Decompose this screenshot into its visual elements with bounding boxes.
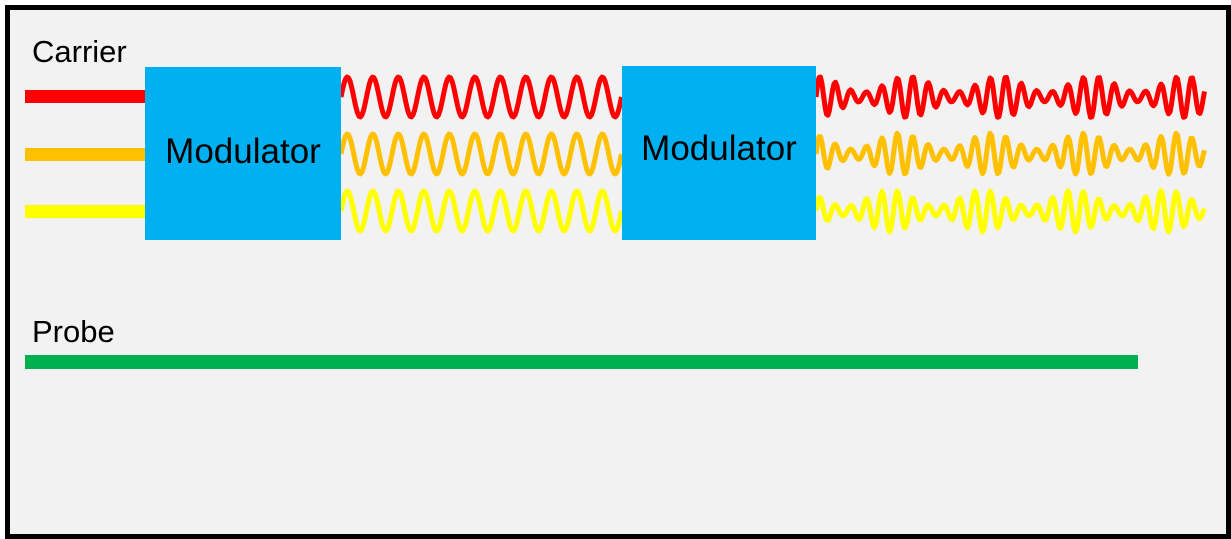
modulator-label: Modulator [165, 132, 321, 171]
wave-yellow-stage-1 [338, 188, 624, 234]
carrier-input-orange [25, 148, 147, 161]
carrier-input-lines [25, 90, 147, 218]
probe-label: Probe [32, 314, 115, 349]
wave-yellow-stage-2 [813, 188, 1207, 235]
carrier-label: Carrier [32, 34, 127, 69]
modulator-2: Modulator [622, 66, 816, 240]
carrier-input-yellow [25, 205, 147, 218]
modulator-label: Modulator [641, 129, 797, 168]
modulated-waves-stage-2 [813, 74, 1207, 235]
wave-red-stage-1 [338, 74, 624, 120]
carrier-input-red [25, 90, 147, 103]
modulated-waves-stage-1 [338, 74, 624, 234]
probe-line [25, 355, 1138, 369]
wave-orange-stage-2 [813, 130, 1207, 177]
modulator-box [145, 67, 341, 240]
wave-orange-stage-1 [338, 131, 624, 177]
wave-red-stage-2 [813, 74, 1207, 120]
modulator-box [622, 66, 816, 240]
modulator-1: Modulator [145, 67, 341, 240]
